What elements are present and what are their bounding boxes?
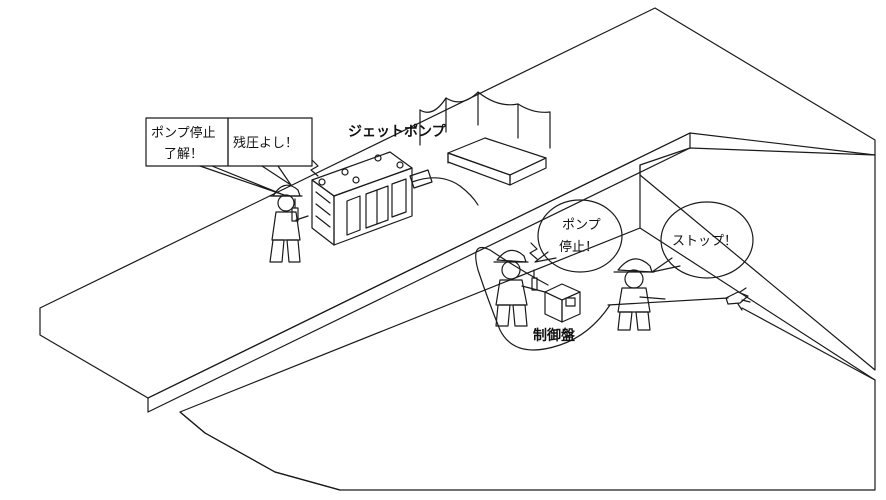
nozzle-operator (613, 258, 666, 331)
lower-floor-surface (179, 227, 876, 491)
jet-nozzle-lance (607, 287, 751, 311)
center-worker-speech-line1: ポンプ (562, 218, 601, 233)
radio-signal-icon (310, 159, 319, 177)
left-worker-speech-line1: ポンプ停止 (151, 125, 216, 141)
control-panel (544, 283, 581, 323)
speech-bubble-residual-pressure: 残圧よし！ (227, 117, 313, 186)
retaining-wall (639, 147, 876, 371)
high-pressure-hose (475, 246, 611, 351)
radio-signal-icon-center (529, 242, 538, 260)
speech-bubble-center-worker: ポンプ 停止！ (534, 199, 623, 273)
speech-bubble-nozzle-worker: ストップ！ (651, 201, 754, 279)
deck-opening (447, 137, 547, 186)
left-worker-speech-line2: 了解！ (164, 147, 203, 162)
speech-bubble-left-worker: ポンプ停止 了解！ (145, 117, 285, 196)
jet-pump-label: ジェットポンプ (348, 123, 447, 140)
suction-hose (411, 177, 479, 206)
upper-deck-front-edge (147, 132, 691, 413)
rope-fence (419, 91, 551, 164)
center-worker-speech-line2: 停止！ (559, 239, 598, 255)
worker-on-deck (269, 184, 309, 263)
residual-pressure-speech: 残圧よし！ (233, 136, 298, 151)
control-panel-label: 制御盤 (533, 327, 576, 344)
structure (39, 7, 876, 491)
worker-at-control-panel (493, 249, 546, 327)
jet-pump-unit (311, 151, 413, 246)
upper-deck-surface (39, 7, 876, 399)
nozzle-worker-speech: ストップ！ (672, 234, 737, 249)
